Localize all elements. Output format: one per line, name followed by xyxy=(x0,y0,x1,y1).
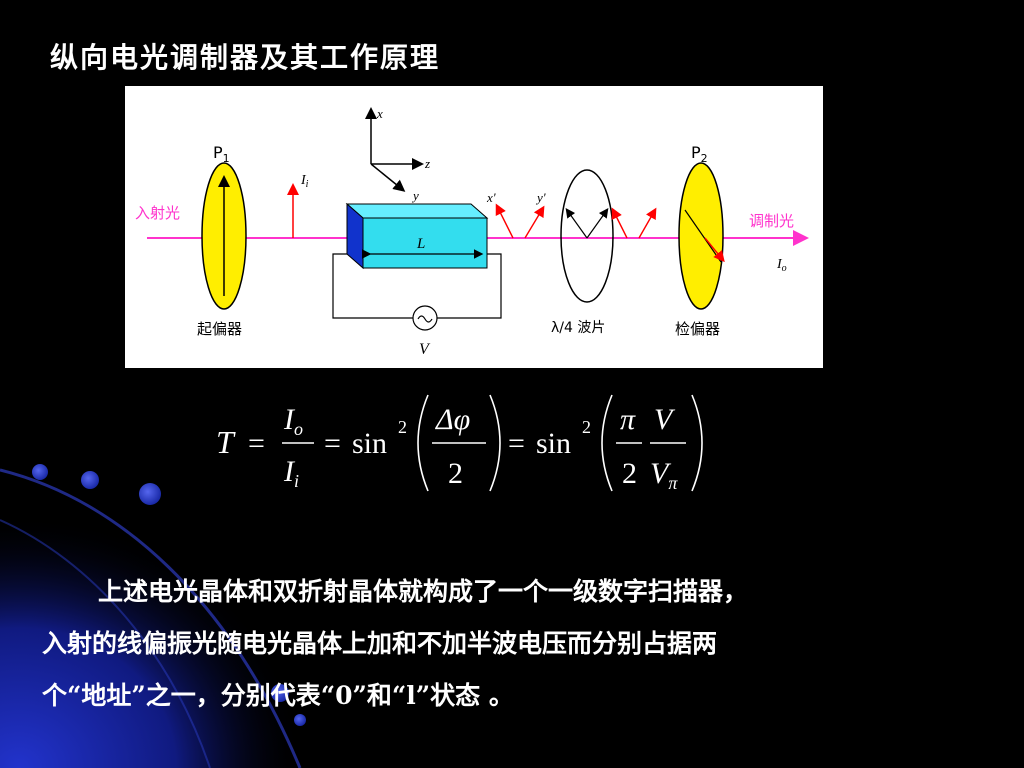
deco-dot xyxy=(294,714,306,726)
p2-label: P2 xyxy=(691,143,708,165)
left-paren xyxy=(417,394,429,492)
right-paren xyxy=(691,394,703,492)
analyzer-label: 检偏器 xyxy=(675,320,720,338)
yprime-label: y' xyxy=(535,190,546,205)
electro-optic-crystal xyxy=(362,217,488,269)
voltage-label: V xyxy=(419,341,431,358)
formula-eq: = xyxy=(248,427,265,460)
formula-eq: = xyxy=(508,427,525,460)
axis-z-label: z xyxy=(424,156,430,171)
ii-label: Ii xyxy=(300,173,309,190)
quarter-wave-plate xyxy=(560,169,614,303)
circuit-wire xyxy=(437,253,502,319)
electro-optic-modulator-diagram: 入射光 调制光 P1 起偏器 Ii x z y L V x' y' xyxy=(125,86,823,368)
length-label: L xyxy=(416,236,425,252)
paragraph-line: 个“地址”之一，分别代表“0”和“l”状态 。 xyxy=(42,681,514,710)
formula-eq: = xyxy=(324,427,341,460)
formula-square: 2 xyxy=(582,417,591,437)
formula-pi: π xyxy=(620,403,636,436)
transmission-formula: T = Io Ii = sin 2 Δφ 2 = sin 2 π 2 V Vπ xyxy=(210,385,730,505)
crystal-top-face xyxy=(345,203,489,219)
axis-y-label: y xyxy=(411,188,419,203)
analyzer-p2 xyxy=(678,162,724,310)
waveplate-label: λ/4 波片 xyxy=(551,320,605,336)
explanation-paragraph: 上述电光晶体和双折射晶体就构成了一个一级数字扫描器， 入射的线偏振光随电光晶体上… xyxy=(42,566,992,722)
formula-V: V xyxy=(654,403,676,436)
left-paren xyxy=(601,394,613,492)
formula-two: 2 xyxy=(622,457,637,490)
formula-sin: sin xyxy=(536,427,571,460)
axis-y xyxy=(370,163,406,192)
formula-square: 2 xyxy=(398,417,407,437)
p1-label: P1 xyxy=(213,143,230,165)
paragraph-line: 上述电光晶体和双折射晶体就构成了一个一级数字扫描器， xyxy=(98,577,749,606)
deco-dot xyxy=(271,684,289,702)
formula-Ii: Ii xyxy=(283,455,299,491)
formula-Io: Io xyxy=(283,403,303,439)
polarizer-label: 起偏器 xyxy=(197,320,242,338)
deco-dot xyxy=(32,464,48,480)
io-label: Io xyxy=(776,257,787,274)
formula-sin: sin xyxy=(352,427,387,460)
formula-Vpi: Vπ xyxy=(650,457,678,493)
xprime-label: x' xyxy=(486,190,496,205)
paragraph-line: 入射的线偏振光随电光晶体上加和不加半波电压而分别占据两 xyxy=(42,629,718,658)
right-paren xyxy=(489,394,501,492)
slide-title: 纵向电光调制器及其工作原理 xyxy=(50,41,441,74)
formula-T: T xyxy=(216,424,236,460)
deco-dot xyxy=(139,483,161,505)
modulated-light-label: 调制光 xyxy=(749,212,794,230)
formula-two: 2 xyxy=(448,457,463,490)
deco-dot xyxy=(81,471,99,489)
circuit-wire xyxy=(332,253,413,319)
axis-x-label: x xyxy=(376,106,383,121)
formula-delta-phi: Δφ xyxy=(435,403,470,436)
incident-light-label: 入射光 xyxy=(135,204,180,222)
